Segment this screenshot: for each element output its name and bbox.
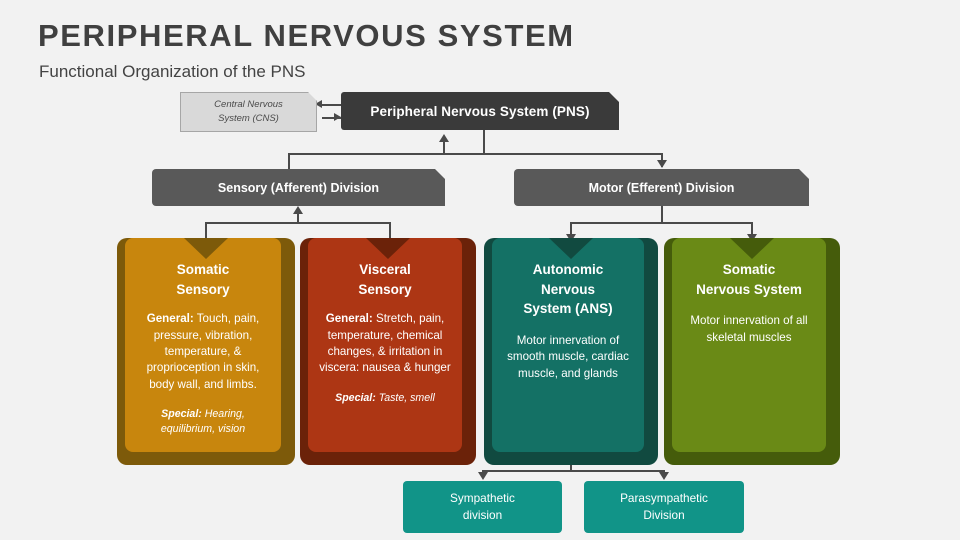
cns-pns-line-bottom (322, 117, 341, 119)
leaf-symp-arrow (478, 472, 488, 480)
card-ans-body: Motor innervation of smooth muscle, card… (507, 333, 629, 380)
sensory-children-bar (205, 222, 391, 224)
pns-up-arrow (439, 134, 449, 142)
page-title: PERIPHERAL NERVOUS SYSTEM (38, 18, 575, 53)
motor-child-left-stem (570, 222, 572, 236)
card-somatic-sensory-special: Special: Hearing, equilibrium, vision (160, 408, 246, 436)
card-visceral-sensory-special: Special: Taste, smell (335, 391, 435, 404)
pns-box[interactable]: Peripheral Nervous System (PNS) (341, 92, 619, 130)
division-bar-motor[interactable]: Motor (Efferent) Division (514, 169, 809, 206)
leaf-symp-stem (482, 470, 484, 474)
cns-pns-line-top (322, 104, 341, 106)
page-subtitle: Functional Organization of the PNS (39, 62, 306, 81)
leaf-para-arrow (659, 472, 669, 480)
division-bar-sensory-label: Sensory (Afferent) Division (217, 180, 380, 195)
card-visceral-sensory-body: General: Stretch, pain, temperature, che… (319, 312, 451, 375)
leaf-para-stem (663, 470, 665, 474)
division-bar-sensory[interactable]: Sensory (Afferent) Division (152, 169, 445, 206)
cns-pns-arrow-right (334, 112, 341, 121)
card-somatic-ns-body: Motor innervation of all skeletal muscle… (690, 314, 808, 344)
pns-split-vertical (483, 130, 485, 154)
card-somatic-sensory-body: General: Touch, pain, pressure, vibratio… (146, 312, 260, 391)
motor-child-right-stem (751, 222, 753, 236)
sensory-merge-stem (297, 214, 299, 223)
ans-leaf-bar (482, 470, 665, 472)
motor-merge-stem (661, 206, 663, 223)
motor-children-bar (570, 222, 752, 224)
sensory-up-arrow (293, 206, 303, 214)
division-bar-motor-label: Motor (Efferent) Division (588, 180, 735, 195)
motor-down-arrow (657, 160, 667, 168)
pns-split-horizontal (288, 153, 662, 155)
sensory-riser (288, 153, 290, 170)
motor-dropper (661, 153, 663, 167)
pns-label: Peripheral Nervous System (PNS) (370, 103, 590, 119)
pns-up-stem (443, 141, 445, 154)
